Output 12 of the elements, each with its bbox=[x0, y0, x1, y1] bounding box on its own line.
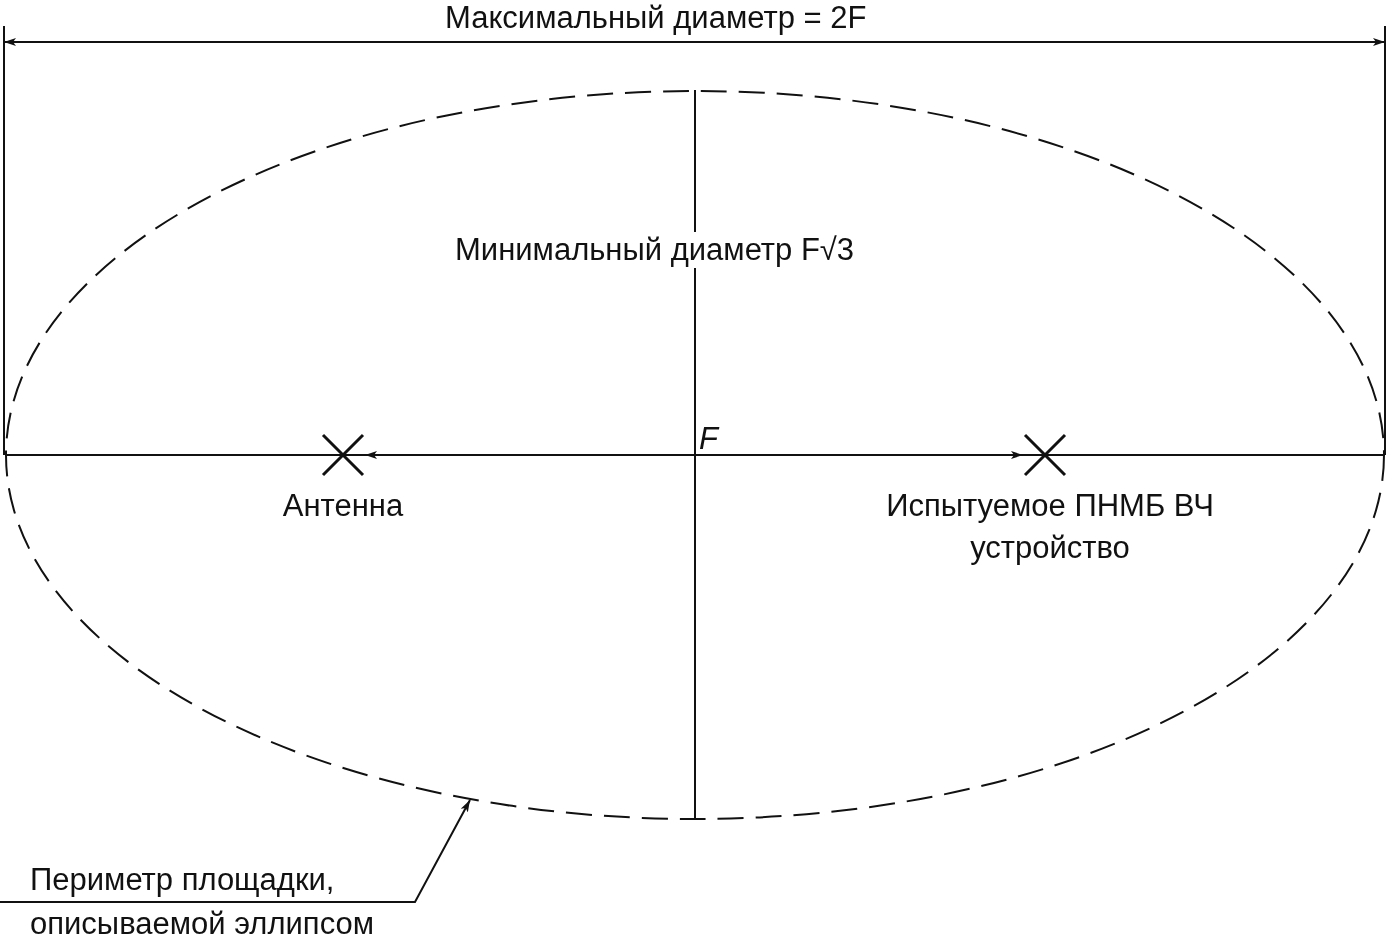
callout-text: Периметр площадки, описываемой эллипсом bbox=[30, 861, 376, 941]
cross-marker-icon bbox=[321, 433, 365, 477]
cross-marker-icon bbox=[1023, 433, 1067, 477]
arrow bbox=[364, 451, 696, 459]
arrow bbox=[694, 451, 1024, 459]
marker-label: Испытуемое ПНМБ ВЧ устройство bbox=[885, 487, 1215, 567]
site-perimeter-ellipse bbox=[5, 90, 1385, 820]
marker-label: Антенна bbox=[281, 487, 405, 525]
dimension-label: Минимальный диаметр F√3 bbox=[455, 232, 855, 268]
leader-line bbox=[0, 799, 471, 903]
dimension-label: Максимальный диаметр = 2F bbox=[445, 0, 867, 37]
center-label: F bbox=[699, 424, 721, 453]
